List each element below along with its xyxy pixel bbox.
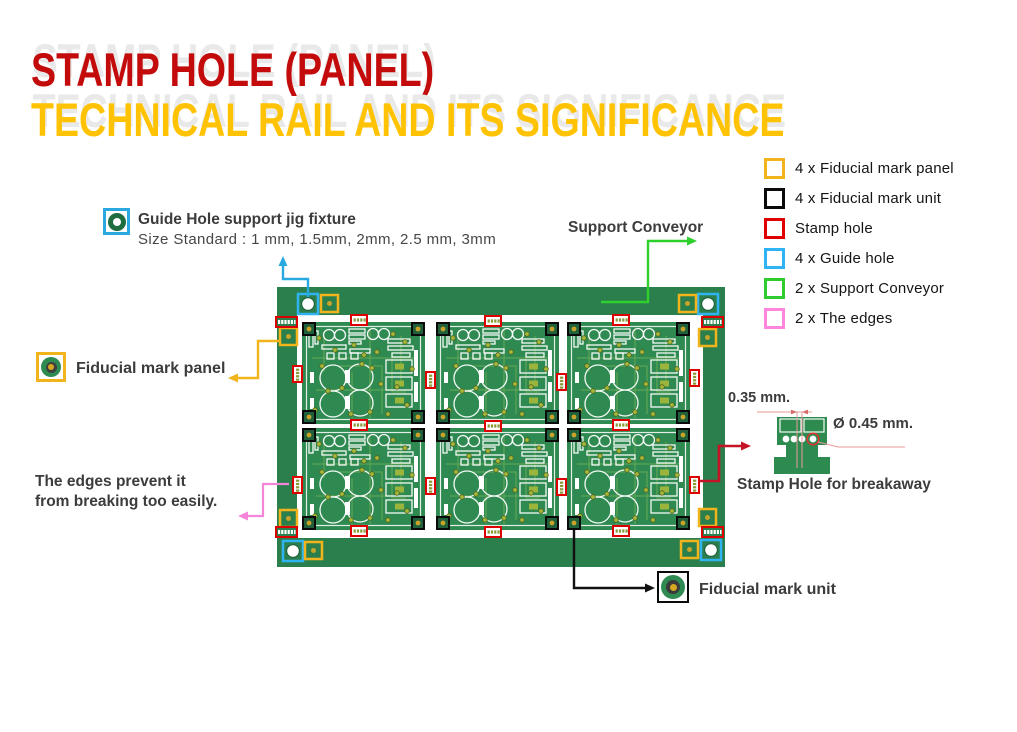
legend-swatch-stamp-hole	[764, 217, 785, 239]
fiducial-unit-label: Fiducial mark unit	[699, 581, 836, 598]
guide-hole-icon	[103, 208, 130, 235]
legend-swatch-guide-hole	[764, 247, 785, 269]
fiducial-panel-arrow	[228, 339, 281, 383]
fiducial-panel-label: Fiducial mark panel	[76, 360, 226, 377]
guide-hole-label: Guide Hole support jig fixture	[138, 211, 356, 228]
breakaway-detail	[757, 409, 905, 474]
support-conveyor-arrow	[601, 236, 697, 304]
legend-label: 4 x Fiducial mark unit	[795, 189, 942, 207]
guide-hole-sublabel: Size Standard : 1 mm, 1.5mm, 2mm, 2.5 mm…	[138, 231, 497, 248]
sub-board	[301, 321, 426, 425]
edges-label: The edges prevent it from breaking too e…	[35, 473, 218, 510]
legend-label: 4 x Fiducial mark panel	[795, 159, 954, 177]
sub-board	[566, 321, 691, 425]
sub-board	[566, 427, 691, 531]
sub-board	[435, 427, 560, 531]
legend-label: 2 x Support Conveyor	[795, 279, 945, 297]
page-title: STAMP HOLE (PANEL)	[31, 43, 435, 96]
legend-swatch-edges	[764, 307, 785, 329]
diameter-leader-line	[817, 441, 905, 448]
legend-item: 4 x Fiducial mark panel	[764, 157, 954, 179]
fiducial-unit-icon	[657, 571, 689, 603]
fiducial-unit-arrow	[572, 530, 655, 593]
diameter-dimension-label: Ø 0.45 mm.	[833, 415, 914, 432]
legend-label: Stamp hole	[795, 219, 873, 237]
pitch-dimension-label: 0.35 mm.	[728, 390, 791, 406]
stamp-breakaway-label: Stamp Hole for breakaway	[737, 476, 931, 493]
legend-label: 2 x The edges	[795, 309, 893, 327]
legend: 4 x Fiducial mark panel 4 x Fiducial mar…	[764, 157, 954, 337]
hole-highlight-circle	[806, 432, 820, 446]
pcb-panel	[275, 287, 725, 567]
sub-board	[435, 321, 560, 425]
legend-swatch-support-conveyor	[764, 277, 785, 299]
legend-swatch-fiducial-unit	[764, 187, 785, 209]
sub-board	[301, 427, 426, 531]
legend-item: 4 x Fiducial mark unit	[764, 187, 954, 209]
fiducial-panel-icon	[36, 352, 66, 382]
legend-label: 4 x Guide hole	[795, 249, 895, 267]
legend-item: 2 x Support Conveyor	[764, 277, 954, 299]
guide-hole-arrow	[278, 256, 310, 297]
legend-item: 4 x Guide hole	[764, 247, 954, 269]
page-subtitle: TECHNICAL RAIL AND ITS SIGNIFICANCE	[31, 93, 785, 146]
edges-arrow	[238, 482, 289, 521]
legend-item: 2 x The edges	[764, 307, 954, 329]
stamp-breakaway-arrow	[699, 441, 751, 483]
legend-swatch-fiducial-panel	[764, 157, 785, 179]
legend-item: Stamp hole	[764, 217, 954, 239]
support-conveyor-label: Support Conveyor	[568, 219, 704, 236]
